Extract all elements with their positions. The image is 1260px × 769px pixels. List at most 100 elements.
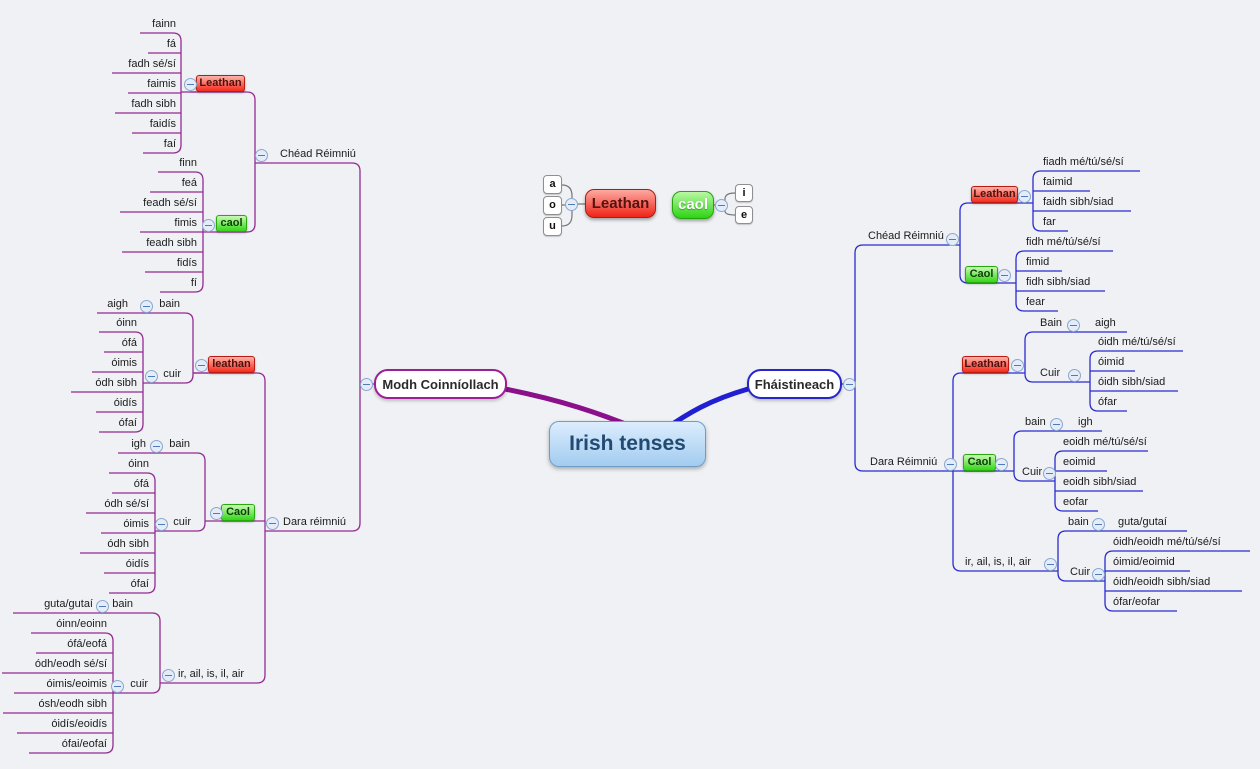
leaf[interactable]: far <box>1043 216 1056 228</box>
leaf[interactable]: óidís/eoidís <box>51 718 107 730</box>
leaf[interactable]: ósh/eodh sibh <box>38 698 108 710</box>
collapse-icon[interactable] <box>194 358 208 372</box>
leaf[interactable]: fainn <box>152 18 176 30</box>
leaf[interactable]: guta/gutaí <box>44 598 93 610</box>
leaf[interactable]: fadh sé/sí <box>128 58 176 70</box>
leaf[interactable]: feadh sé/sí <box>143 197 197 209</box>
collapse-icon[interactable] <box>265 516 279 530</box>
leaf[interactable]: faimid <box>1043 176 1073 188</box>
topic-cuir[interactable]: Cuir <box>1040 367 1061 379</box>
tag-l-caol-2[interactable]: Caol <box>221 504 255 521</box>
topic-l-ir-ail[interactable]: ir, ail, is, il, air <box>178 668 245 680</box>
topic-l-chead-reimniu[interactable]: Chéad Réimniú <box>280 148 356 160</box>
leaf[interactable]: feadh sibh <box>146 237 197 249</box>
leaf[interactable]: fiadh mé/tú/sé/sí <box>1043 156 1124 168</box>
topic-l-dara-reimniu[interactable]: Dara réimniú <box>283 516 346 528</box>
leaf[interactable]: óimid <box>1098 356 1125 368</box>
leaf[interactable]: óimid/eoimid <box>1113 556 1175 568</box>
leaf[interactable]: óinn/eoinn <box>56 618 107 630</box>
leaf[interactable]: ófá/eofá <box>67 638 107 650</box>
leaf[interactable]: fí <box>190 277 197 289</box>
leaf[interactable]: igh <box>1078 416 1093 428</box>
topic-bain[interactable]: bain <box>169 438 190 450</box>
leaf[interactable]: eoidh sibh/siad <box>1063 476 1137 488</box>
collapse-icon[interactable] <box>1091 567 1105 581</box>
topic-cuir[interactable]: cuir <box>163 368 181 380</box>
leaf[interactable]: óidh/eoidh sibh/siad <box>1113 576 1211 588</box>
topic-cuir[interactable]: cuir <box>130 678 148 690</box>
collapse-icon[interactable] <box>139 299 153 313</box>
leaf[interactable]: feá <box>181 177 197 189</box>
leaf[interactable]: eoimid <box>1063 456 1096 468</box>
collapse-icon[interactable] <box>994 457 1008 471</box>
tag-r-leathan-1[interactable]: Leathan <box>971 186 1018 203</box>
collapse-icon[interactable] <box>110 679 124 693</box>
leaf[interactable]: fidís <box>176 257 197 269</box>
topic-bain[interactable]: bain <box>159 298 180 310</box>
tag-r-caol-2[interactable]: Caol <box>963 454 996 471</box>
leaf[interactable]: óidh/eoidh mé/tú/sé/sí <box>1113 536 1221 548</box>
leaf[interactable]: aigh <box>107 298 128 310</box>
tag-r-caol-1[interactable]: Caol <box>965 266 998 283</box>
topic-cuir[interactable]: cuir <box>173 516 191 528</box>
collapse-icon[interactable] <box>997 268 1011 282</box>
leaf[interactable]: óidís <box>113 397 137 409</box>
leaf[interactable]: ódh sé/sí <box>104 498 149 510</box>
leaf[interactable]: faidís <box>149 118 176 130</box>
leaf[interactable]: faimis <box>147 78 176 90</box>
leaf[interactable]: fá <box>166 38 176 50</box>
leaf[interactable]: igh <box>131 438 146 450</box>
float-box-o[interactable]: o <box>543 196 562 215</box>
topic-cuir[interactable]: Cuir <box>1022 466 1043 478</box>
leaf[interactable]: ófaí <box>130 578 149 590</box>
collapse-icon[interactable] <box>564 197 578 211</box>
leaf[interactable]: óidh mé/tú/sé/sí <box>1098 336 1176 348</box>
collapse-icon[interactable] <box>183 77 197 91</box>
collapse-icon[interactable] <box>201 218 215 232</box>
collapse-icon[interactable] <box>842 377 856 391</box>
collapse-icon[interactable] <box>144 369 158 383</box>
leaf[interactable]: óinn <box>128 458 149 470</box>
leaf[interactable]: óidís <box>125 558 149 570</box>
collapse-icon[interactable] <box>149 439 163 453</box>
leaf[interactable]: ófar <box>1098 396 1117 408</box>
leaf[interactable]: ófaí <box>118 417 137 429</box>
collapse-icon[interactable] <box>154 517 168 531</box>
leaf[interactable]: fimid <box>1026 256 1050 268</box>
leaf[interactable]: guta/gutaí <box>1118 516 1167 528</box>
leaf[interactable]: fidh sibh/siad <box>1026 276 1091 288</box>
float-box-a[interactable]: a <box>543 175 562 194</box>
leaf[interactable]: ódh sibh <box>107 538 149 550</box>
topic-r-chead-reimniu[interactable]: Chéad Réimniú <box>868 230 944 242</box>
leaf[interactable]: fear <box>1026 296 1045 308</box>
central-topic[interactable]: Irish tenses <box>549 421 706 467</box>
tag-l-leathan-2[interactable]: leathan <box>208 356 255 373</box>
collapse-icon[interactable] <box>1067 368 1081 382</box>
collapse-icon[interactable] <box>1066 318 1080 332</box>
topic-r-dara-reimniu[interactable]: Dara Réimniú <box>870 456 938 468</box>
leaf[interactable]: óimis <box>111 357 137 369</box>
leaf[interactable]: aigh <box>1095 317 1116 329</box>
tag-r-leathan-2[interactable]: Leathan <box>962 356 1009 373</box>
leaf[interactable]: ódh sibh <box>95 377 137 389</box>
leaf[interactable]: óidh sibh/siad <box>1098 376 1166 388</box>
leaf[interactable]: faí <box>163 138 176 150</box>
collapse-icon[interactable] <box>1042 466 1056 480</box>
leaf[interactable]: ódh/eodh sé/sí <box>34 658 107 670</box>
float-box-e[interactable]: e <box>735 206 753 224</box>
collapse-icon[interactable] <box>359 377 373 391</box>
float-topic-caol[interactable]: caol <box>672 191 714 219</box>
tag-l-caol-1[interactable]: caol <box>216 215 247 232</box>
topic-bain[interactable]: Bain <box>1040 317 1063 329</box>
collapse-icon[interactable] <box>95 599 109 613</box>
collapse-icon[interactable] <box>209 506 223 520</box>
leaf[interactable]: eofar <box>1063 496 1089 508</box>
leaf[interactable]: óimis <box>123 518 149 530</box>
leaf[interactable]: ófai/eofaí <box>61 738 107 750</box>
leaf[interactable]: finn <box>179 157 197 169</box>
collapse-icon[interactable] <box>714 198 728 212</box>
tag-l-leathan-1[interactable]: Leathan <box>196 75 245 92</box>
leaf[interactable]: faidh sibh/siad <box>1043 196 1114 208</box>
leaf[interactable]: eoidh mé/tú/sé/sí <box>1063 436 1147 448</box>
leaf[interactable]: fidh mé/tú/sé/sí <box>1026 236 1101 248</box>
